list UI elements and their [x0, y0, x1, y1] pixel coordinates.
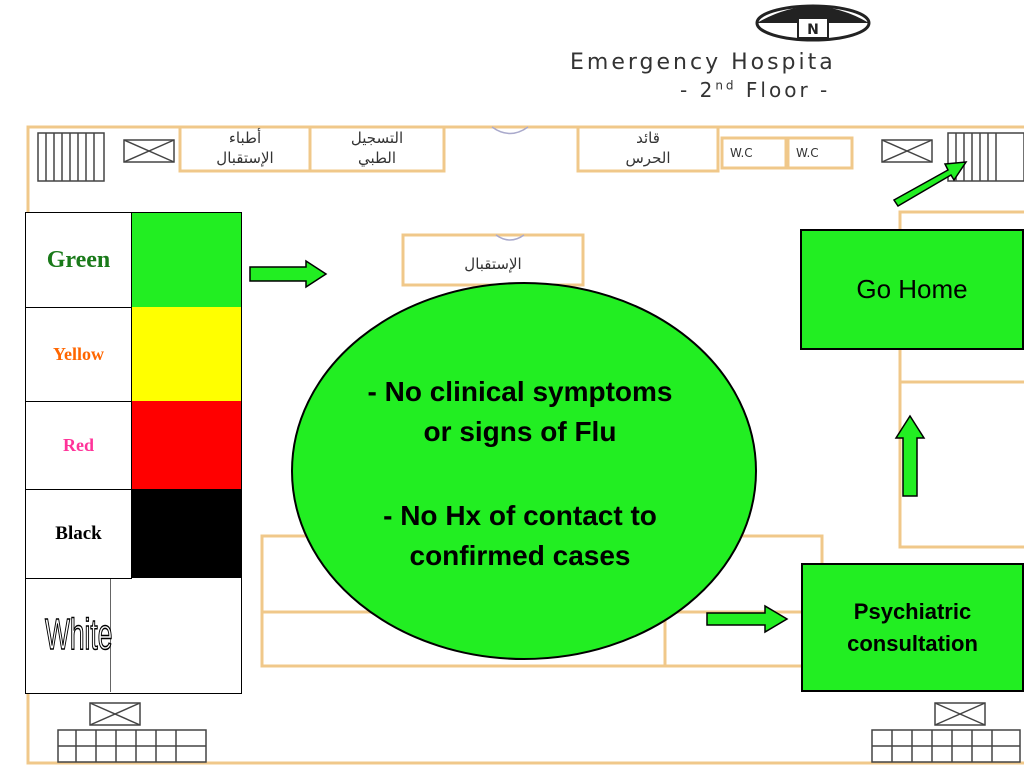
psychiatric-consultation-box: Psychiatric consultation	[801, 563, 1024, 692]
legend-row-red: Red	[26, 401, 241, 490]
legend-swatch-red	[132, 401, 241, 489]
legend-swatch-white	[132, 578, 241, 692]
room-label-wc-2: W.C	[796, 146, 819, 160]
psych-line: consultation	[847, 630, 978, 656]
room-wc-1	[720, 136, 788, 170]
subtitle-sup: nd	[715, 78, 737, 93]
criteria-line: - No Hx of contact to	[383, 500, 657, 531]
legend-row-white: White	[26, 578, 241, 692]
go-home-box: Go Home	[800, 229, 1024, 350]
stairs-icon-bl	[57, 702, 207, 763]
subtitle-prefix: - 2	[680, 78, 716, 102]
criteria-oval	[291, 282, 757, 660]
room-guard-commander	[576, 125, 720, 173]
legend-label-yellow: Yellow	[26, 307, 132, 401]
room-label-guard-commander: قائد الحرس	[580, 128, 716, 168]
room-label-medical-registration: التسجيل الطبي	[312, 128, 442, 168]
north-compass-icon: N	[755, 4, 871, 42]
criteria-line: or signs of Flu	[423, 416, 617, 447]
legend-row-yellow: Yellow	[26, 307, 241, 402]
room-label-line: الطبي	[357, 149, 397, 167]
room-label-line: أطباء	[228, 129, 262, 147]
room-label-reception: الإستقبال	[464, 255, 522, 273]
arrow-up-icon	[894, 414, 926, 497]
stairs-icon-tr	[881, 132, 1024, 182]
legend-swatch-black	[132, 489, 241, 578]
room-label-line: الحرس	[625, 149, 671, 167]
criteria-line: confirmed cases	[409, 540, 631, 571]
legend-row-green: Green	[26, 213, 241, 308]
stairs-icon-br	[871, 702, 1021, 763]
compass-letter: N	[807, 22, 819, 38]
stairs-icon-tl	[37, 132, 175, 182]
arrow-diagonal-icon	[892, 161, 968, 208]
page-subtitle: - 2nd Floor -	[680, 78, 830, 102]
criteria-text: - No clinical symptoms or signs of Flu -…	[320, 372, 720, 576]
legend-label-black: Black	[26, 489, 132, 578]
room-label-wc-1: W.C	[730, 146, 753, 160]
room-label-reception-doctors: أطباء الإستقبال	[182, 128, 308, 168]
legend-swatch-green	[132, 213, 241, 307]
room-right-middle	[898, 380, 1024, 549]
legend-label-red: Red	[26, 401, 132, 489]
legend-swatch-yellow	[132, 307, 241, 401]
psych-line: Psychiatric	[853, 598, 972, 624]
arrow-right-icon	[706, 604, 789, 634]
legend-row-black: Black	[26, 489, 241, 579]
room-label-line: الإستقبال	[216, 149, 274, 167]
legend-label-green: Green	[26, 213, 132, 307]
arrow-right-icon	[249, 259, 328, 289]
room-label-line: التسجيل	[350, 129, 404, 147]
triage-color-legend: Green Yellow Red Black White	[25, 212, 242, 694]
room-label-line: قائد	[636, 129, 660, 147]
subtitle-suffix: Floor -	[736, 78, 831, 102]
room-medical-registration	[308, 125, 446, 173]
legend-label-white: White	[45, 578, 113, 692]
page-title: Emergency Hospita	[570, 50, 836, 75]
criteria-line: - No clinical symptoms	[367, 376, 673, 407]
room-wc-2	[786, 136, 854, 170]
